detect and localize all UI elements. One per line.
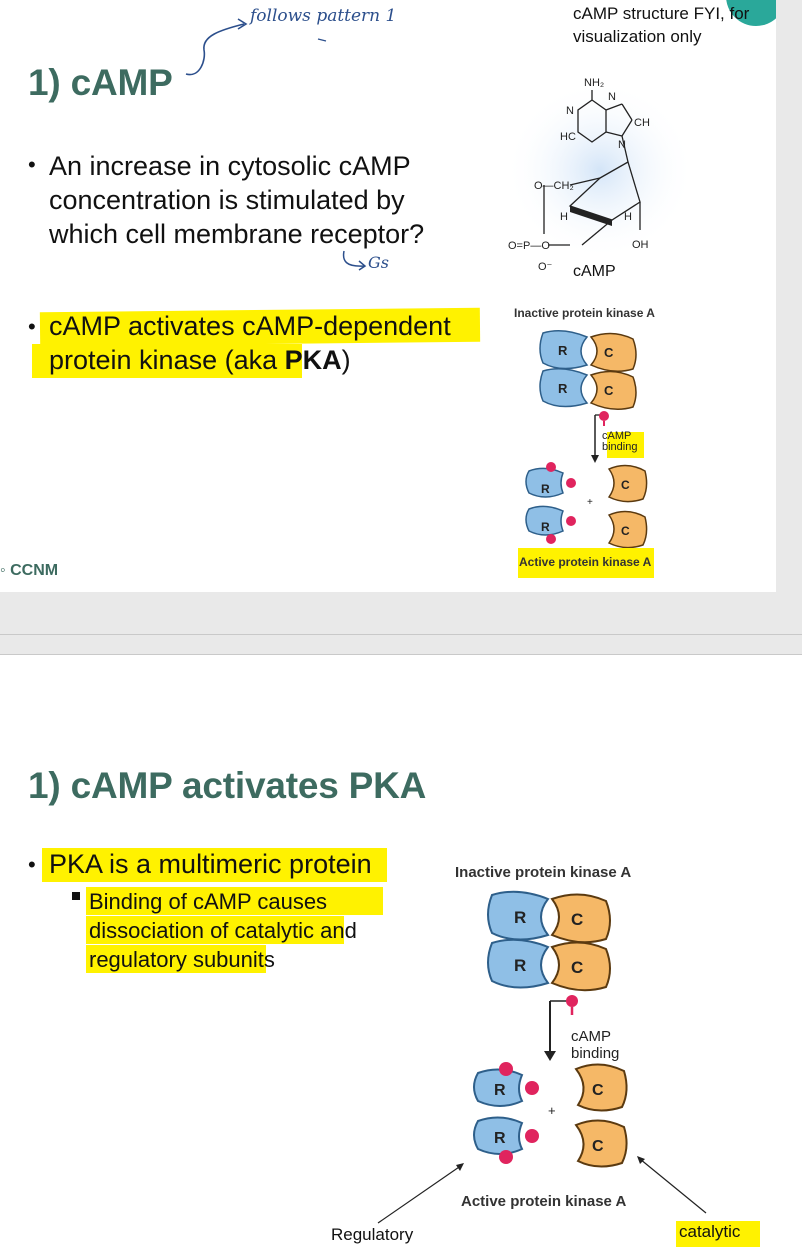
bullet-pka-activation: cAMP activates cAMP-dependent protein ki… bbox=[49, 309, 489, 377]
svg-text:C: C bbox=[571, 958, 583, 977]
camp-binding-line1: cAMP bbox=[571, 1028, 612, 1045]
highlight-mark bbox=[42, 848, 387, 882]
svg-text:R: R bbox=[494, 1082, 506, 1099]
slide-1-title: 1) cAMP bbox=[28, 62, 173, 103]
highlight-mark bbox=[676, 1221, 760, 1247]
sub-bullet-line1: Binding of cAMP causes bbox=[89, 889, 328, 914]
handwritten-note: follows pattern 1 bbox=[250, 6, 397, 26]
ccnm-logo: ◦ CCNM bbox=[0, 562, 59, 579]
r-subunit-label: R bbox=[558, 381, 568, 396]
camp-binding-line2: binding bbox=[602, 441, 638, 453]
svg-text:C: C bbox=[592, 1138, 604, 1155]
svg-text:O⁻: O⁻ bbox=[538, 261, 553, 273]
highlight-mark bbox=[86, 945, 266, 973]
active-pka-label: Active protein kinase A bbox=[519, 555, 652, 569]
svg-text:R: R bbox=[541, 482, 550, 496]
highlight-mark bbox=[32, 344, 302, 378]
handwritten-answer: Gs bbox=[368, 253, 389, 272]
svg-text:H: H bbox=[560, 211, 568, 223]
camp-molecule-name: cAMP bbox=[573, 263, 616, 280]
camp-binding-line1: cAMP bbox=[602, 430, 632, 442]
annotation-arrows bbox=[377, 1156, 707, 1224]
handwritten-hook-arrow bbox=[342, 250, 367, 271]
svg-text:+: + bbox=[548, 1103, 556, 1118]
regulatory-label: Regulatory bbox=[331, 1225, 414, 1244]
active-catalytic bbox=[607, 464, 648, 549]
svg-text:C: C bbox=[571, 910, 583, 929]
svg-text:C: C bbox=[621, 478, 630, 492]
r-subunit-label: R bbox=[558, 343, 568, 358]
active-regulatory bbox=[473, 1062, 539, 1164]
svg-text:N: N bbox=[566, 105, 574, 117]
bullet-question: An increase in cytosolic cAMP concentrat… bbox=[49, 151, 425, 249]
c-subunit-label: C bbox=[604, 345, 614, 360]
svg-text:N: N bbox=[618, 139, 626, 151]
camp-molecule-structure: NH₂ N N CH HC N O—CH₂ H H O=P—O O⁻ OH bbox=[505, 77, 695, 273]
svg-text:HC: HC bbox=[560, 131, 576, 143]
handwritten-arrow bbox=[185, 18, 327, 76]
active-regulatory bbox=[525, 462, 576, 544]
svg-text:R: R bbox=[541, 520, 550, 534]
slide-2-title: 1) cAMP activates PKA bbox=[28, 765, 427, 806]
slide-divider bbox=[0, 654, 802, 655]
bullet-dot: • bbox=[28, 314, 36, 339]
svg-text:R: R bbox=[514, 908, 526, 927]
bullet-dot: • bbox=[28, 152, 36, 177]
highlight-mark bbox=[86, 916, 344, 944]
pka-diagram-large: R R C C R R C C + bbox=[473, 890, 628, 1168]
active-pka-label: Active protein kinase A bbox=[461, 1193, 627, 1210]
active-catalytic bbox=[574, 1063, 628, 1168]
svg-text:R: R bbox=[494, 1130, 506, 1147]
structure-note: cAMP structure FYI, for visualization on… bbox=[573, 4, 750, 46]
inactive-pka-label: Inactive protein kinase A bbox=[455, 864, 632, 881]
highlight-mark bbox=[607, 432, 644, 458]
inactive-pka-label: Inactive protein kinase A bbox=[514, 306, 655, 320]
svg-text:C: C bbox=[592, 1082, 604, 1099]
slide-2: 1) cAMP activates PKA • PKA is a multime… bbox=[0, 655, 802, 1258]
bullet-pka-text: cAMP activates cAMP-dependent protein ki… bbox=[49, 311, 451, 375]
inactive-complex bbox=[487, 890, 611, 992]
ccnm-logo-text: CCNM bbox=[10, 562, 59, 579]
sub-bullet-line2: dissociation of catalytic and bbox=[89, 918, 357, 943]
svg-text:H: H bbox=[624, 211, 632, 223]
bullet-pka-close: ) bbox=[341, 345, 351, 375]
catalytic-label: catalytic bbox=[679, 1222, 741, 1241]
svg-text:N: N bbox=[608, 91, 616, 103]
pka-bold: PKA bbox=[284, 345, 342, 375]
bullet-multimeric: PKA is a multimeric protein bbox=[49, 849, 372, 879]
svg-text:O=P—O: O=P—O bbox=[508, 240, 550, 252]
inactive-complex bbox=[539, 330, 637, 410]
camp-binding-line2: binding bbox=[571, 1045, 620, 1062]
highlight-mark bbox=[518, 548, 654, 578]
svg-text:O—CH₂: O—CH₂ bbox=[534, 180, 574, 192]
c-subunit-label: C bbox=[604, 383, 614, 398]
svg-text:OH: OH bbox=[632, 239, 649, 251]
pka-diagram-small: R R C C R R C C + bbox=[525, 330, 648, 549]
svg-text:C: C bbox=[621, 524, 630, 538]
sub-bullet-square bbox=[72, 892, 80, 900]
slide-divider bbox=[0, 634, 802, 635]
svg-text:CH: CH bbox=[634, 117, 650, 129]
highlight-mark bbox=[86, 887, 383, 915]
slide-1: 1) cAMP follows pattern 1 cAMP structure… bbox=[0, 0, 776, 592]
sub-bullet-line3: regulatory subunits bbox=[89, 947, 275, 972]
svg-text:+: + bbox=[587, 497, 593, 508]
svg-text:R: R bbox=[514, 956, 526, 975]
nh2-label: NH₂ bbox=[584, 77, 604, 89]
bullet-dot: • bbox=[28, 852, 36, 877]
